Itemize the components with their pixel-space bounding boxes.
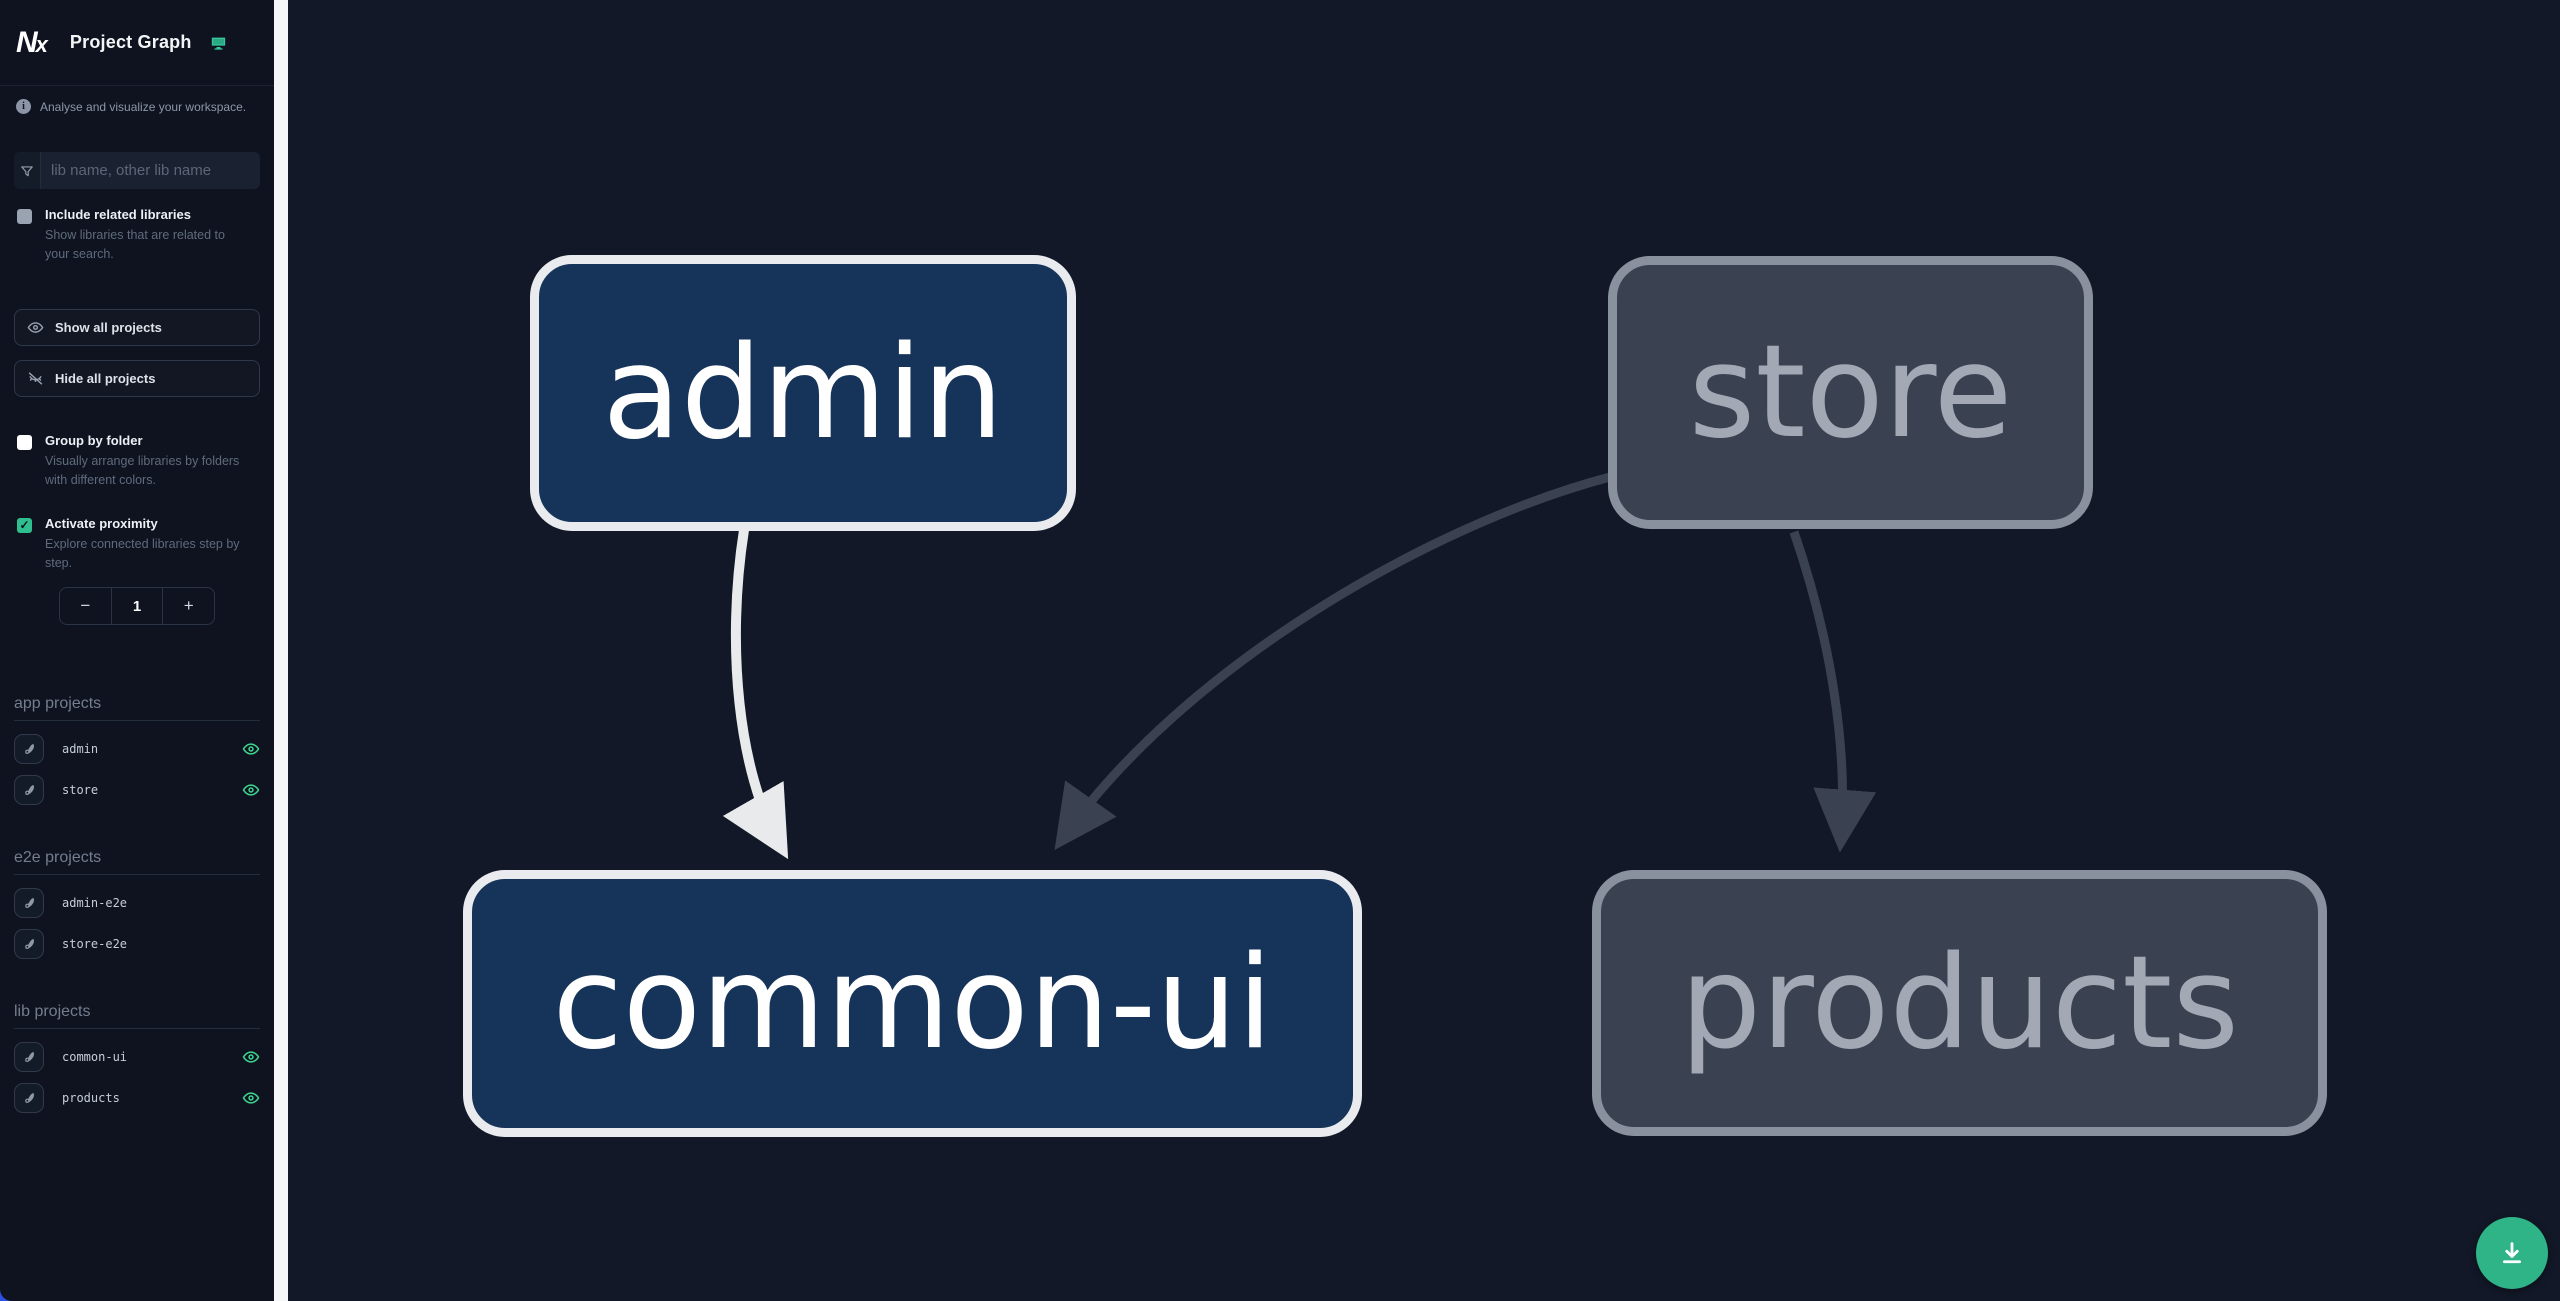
sidebar-header: Nx Project Graph <box>0 0 274 86</box>
sidebar: Nx Project Graph i Analyse and visualize… <box>0 0 274 1301</box>
monitor-icon <box>211 37 225 50</box>
node-label: store <box>1688 318 2013 467</box>
group-by-folder-option: Group by folder Visually arrange librari… <box>0 433 274 490</box>
info-icon: i <box>16 99 31 114</box>
group-by-folder-checkbox[interactable] <box>17 434 32 450</box>
map-pin-icon <box>24 784 34 795</box>
activate-proximity-desc: Explore connected libraries step by step… <box>45 536 240 570</box>
activate-proximity-checkbox[interactable]: ✓ <box>17 517 32 533</box>
map-pin-icon <box>24 938 34 949</box>
graph-node-products[interactable]: products <box>1592 870 2327 1136</box>
graph-node-common-ui[interactable]: common-ui <box>463 870 1362 1137</box>
project-name: products <box>62 1091 120 1106</box>
project-row-common-ui: common-ui <box>14 1042 260 1073</box>
eye-off-icon <box>28 372 43 385</box>
map-pin-icon <box>24 1092 34 1103</box>
section-e2e-projects: e2e projects admin-e2e store-e2e <box>14 849 260 960</box>
focus-project-button[interactable] <box>14 888 44 919</box>
download-icon <box>2503 1242 2521 1264</box>
proximity-increment-button[interactable]: + <box>163 588 214 624</box>
filter-icon <box>14 152 41 189</box>
eye-icon <box>242 1051 260 1063</box>
eye-icon <box>242 784 260 796</box>
hide-all-projects-label: Hide all projects <box>55 370 156 386</box>
include-related-label: Include related libraries <box>45 207 191 222</box>
node-label: common-ui <box>552 929 1273 1078</box>
show-all-projects-label: Show all projects <box>55 319 162 335</box>
focus-project-button[interactable] <box>14 775 44 806</box>
focus-project-button[interactable] <box>14 1042 44 1073</box>
group-by-folder-label: Group by folder <box>45 432 143 448</box>
section-e2e-projects-title: e2e projects <box>14 849 260 876</box>
tagline-row: i Analyse and visualize your workspace. <box>0 86 274 114</box>
eye-icon <box>242 1092 260 1104</box>
project-name: common-ui <box>62 1050 128 1065</box>
project-name: admin-e2e <box>62 896 128 911</box>
graph-node-store[interactable]: store <box>1608 256 2093 529</box>
proximity-decrement-button[interactable]: − <box>60 588 111 624</box>
eye-icon <box>27 321 44 333</box>
map-pin-icon <box>24 897 34 908</box>
toggle-visibility-button[interactable] <box>242 781 260 799</box>
focus-project-button[interactable] <box>14 1083 44 1114</box>
proximity-value: 1 <box>110 588 164 625</box>
hide-all-projects-button[interactable]: Hide all projects <box>14 359 260 397</box>
show-all-projects-button[interactable]: Show all projects <box>14 308 260 346</box>
graph-canvas[interactable]: admin store common-ui products <box>288 0 2560 1301</box>
node-label: products <box>1680 928 2239 1078</box>
include-related-checkbox[interactable] <box>17 209 32 224</box>
project-name: store-e2e <box>62 937 128 952</box>
group-by-folder-desc: Visually arrange libraries by folders wi… <box>45 454 240 487</box>
project-row-products: products <box>14 1083 260 1114</box>
map-pin-icon <box>24 743 34 754</box>
dependency-edges <box>722 472 1877 860</box>
tagline-text: Analyse and visualize your workspace. <box>40 99 247 114</box>
project-name: store <box>62 783 99 798</box>
project-row-admin: admin <box>14 734 260 765</box>
download-graph-button[interactable] <box>2476 1217 2548 1289</box>
section-app-projects: app projects admin s <box>14 695 260 806</box>
nx-logo: Nx <box>16 25 48 59</box>
toggle-visibility-button[interactable] <box>242 1089 260 1107</box>
search-box <box>14 152 260 189</box>
section-app-projects-title: app projects <box>14 695 260 722</box>
toggle-visibility-button[interactable] <box>242 1048 260 1066</box>
focus-project-button[interactable] <box>14 734 44 765</box>
include-related-desc: Show libraries that are related to your … <box>45 228 225 261</box>
focus-project-button[interactable] <box>14 929 44 960</box>
toggle-visibility-button[interactable] <box>242 740 260 758</box>
edge-store-products <box>1789 530 1877 853</box>
app-title: Project Graph <box>69 32 192 52</box>
edge-store-common-ui <box>1054 472 1612 851</box>
search-input[interactable] <box>41 152 260 189</box>
sidebar-divider <box>274 0 288 1301</box>
section-lib-projects: lib projects common-ui <box>14 1003 260 1114</box>
project-row-admin-e2e: admin-e2e <box>14 888 260 919</box>
activate-proximity-label: Activate proximity <box>45 515 158 531</box>
system-theme-button[interactable] <box>210 35 227 51</box>
section-lib-projects-title: lib projects <box>14 1003 260 1030</box>
edge-admin-common-ui <box>722 529 789 860</box>
activate-proximity-option: ✓ Activate proximity Explore connected l… <box>0 516 274 573</box>
proximity-stepper: − 1 + <box>59 587 215 626</box>
include-related-option: Include related libraries Show libraries… <box>0 207 274 264</box>
map-pin-icon <box>24 1051 34 1062</box>
project-row-store: store <box>14 775 260 806</box>
eye-icon <box>242 743 260 755</box>
project-name: admin <box>62 742 99 757</box>
node-label: admin <box>602 318 1004 468</box>
project-row-store-e2e: store-e2e <box>14 929 260 960</box>
graph-node-admin[interactable]: admin <box>530 255 1076 531</box>
